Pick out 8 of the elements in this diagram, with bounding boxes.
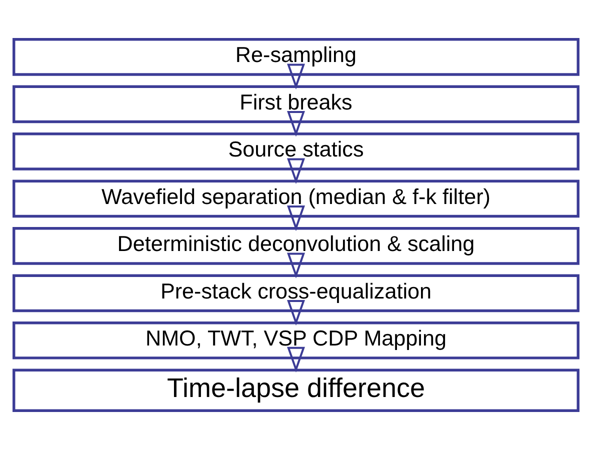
arrow — [287, 300, 305, 326]
arrow — [287, 206, 305, 232]
arrow — [287, 346, 305, 373]
arrow — [287, 64, 305, 90]
node-box: Time-lapse difference — [12, 368, 580, 412]
arrow — [287, 158, 305, 184]
arrow — [287, 111, 305, 137]
arrow — [287, 252, 305, 278]
